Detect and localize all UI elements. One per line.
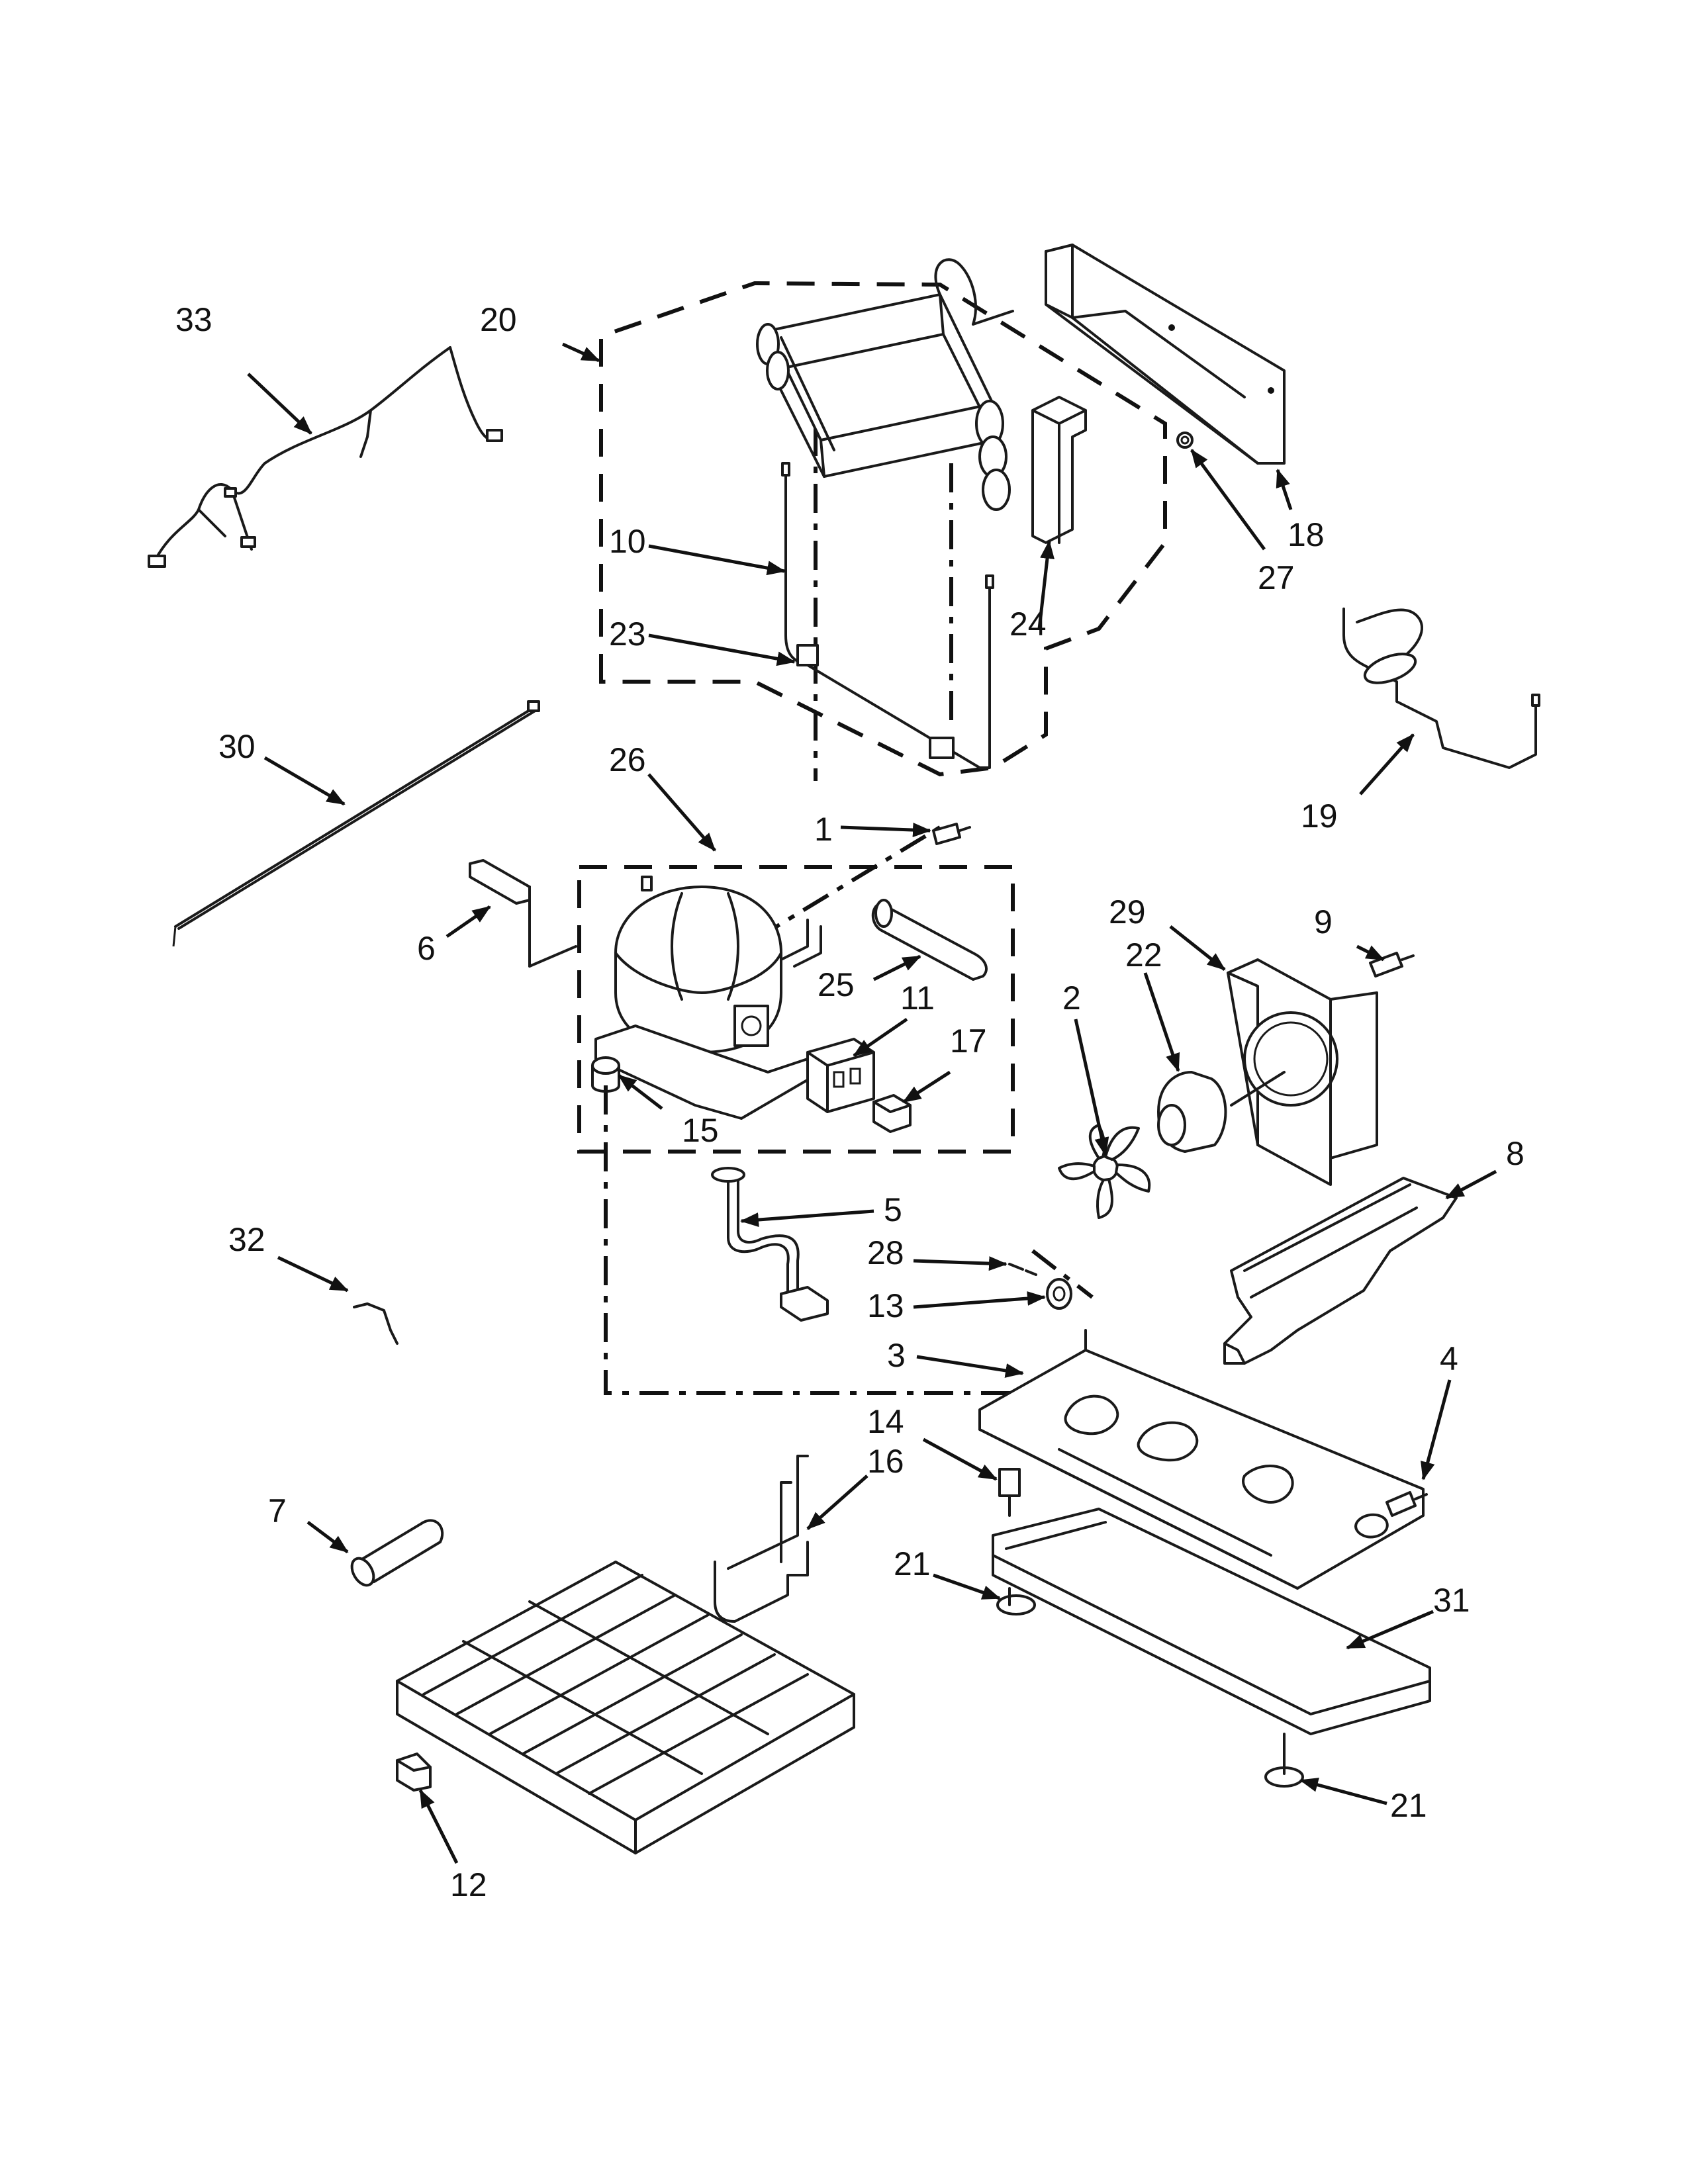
label-33: 33 [175,301,212,338]
label-1: 1 [814,811,833,848]
label-5: 5 [884,1191,902,1228]
part-4-screw[interactable] [1385,1491,1428,1517]
part-7-sleeve[interactable] [348,1519,444,1589]
label-29: 29 [1109,893,1146,931]
label-28: 28 [867,1234,904,1271]
label-20: 20 [480,301,517,338]
part-21-foot-bottom[interactable] [1264,1733,1304,1788]
label-6: 6 [417,930,436,967]
part-23-bracket[interactable] [796,644,955,759]
part-20-evaporator[interactable] [756,258,1014,511]
label-24: 24 [1009,606,1047,643]
part-12-clip[interactable] [396,1752,432,1792]
part-3-base-plate[interactable] [978,1329,1425,1590]
label-17: 17 [950,1023,987,1060]
part-28-washer[interactable] [1008,1263,1037,1276]
part-26-compressor[interactable] [594,876,822,1120]
label-15: 15 [682,1112,719,1149]
callout-labels: 33 20 10 23 24 18 27 19 30 26 1 6 25 11 … [175,301,1524,1903]
part-32-clip[interactable] [353,1302,399,1345]
label-27: 27 [1258,559,1295,596]
label-2: 2 [1062,979,1081,1017]
part-22-fan-motor[interactable] [1157,1071,1286,1153]
label-32: 32 [228,1221,265,1258]
part-8-drain-pan[interactable] [1223,1177,1458,1365]
label-10: 10 [609,523,646,560]
part-19-drier-tube[interactable] [1342,608,1540,769]
dash-dot-connector-lines [604,427,1094,1395]
part-25-drier[interactable] [871,899,988,981]
label-14: 14 [867,1403,904,1440]
part-29-fan-shroud[interactable] [1227,958,1378,1186]
part-17-cap[interactable] [872,1094,912,1133]
label-3: 3 [887,1337,906,1374]
part-9-screw[interactable] [1369,952,1415,978]
label-23: 23 [609,615,646,653]
part-24-foam-block[interactable] [1031,396,1087,544]
part-18-cover[interactable] [1045,244,1286,465]
label-31: 31 [1433,1582,1470,1619]
label-16: 16 [867,1443,904,1480]
label-7: 7 [268,1492,287,1529]
part-31-cover-plate[interactable] [992,1508,1431,1735]
part-11-relay[interactable] [806,1038,875,1113]
evaporator-assembly-outline [599,281,1167,777]
label-19: 19 [1301,797,1338,835]
part-13-grommet[interactable] [1046,1278,1072,1310]
label-22: 22 [1125,936,1162,974]
label-25: 25 [818,966,855,1003]
leader-arrows [247,342,1497,1864]
label-12: 12 [450,1866,487,1903]
label-21-bottom: 21 [1390,1787,1427,1824]
part-33-wire-harness[interactable] [148,346,503,568]
part-27-screw[interactable] [1176,432,1194,449]
label-4: 4 [1440,1340,1458,1377]
part-2-fan-blade[interactable] [1058,1124,1151,1219]
compressor-assembly-outline [577,865,1015,1154]
label-18: 18 [1288,516,1325,553]
label-13: 13 [867,1287,904,1324]
part-6-bracket[interactable] [469,859,577,968]
part-30-tube[interactable] [172,700,540,947]
part-16-condenser-coil[interactable] [396,1455,855,1854]
label-9: 9 [1314,903,1333,940]
label-30: 30 [218,728,256,765]
label-11: 11 [900,979,935,1017]
part-21-foot-top[interactable] [996,1587,1036,1615]
part-14-screw[interactable] [998,1468,1021,1517]
label-26: 26 [609,741,646,778]
label-8: 8 [1506,1135,1524,1172]
part-5-drain-tube[interactable] [711,1167,829,1322]
label-21-top: 21 [894,1545,931,1582]
part-1-screw[interactable] [932,823,971,845]
